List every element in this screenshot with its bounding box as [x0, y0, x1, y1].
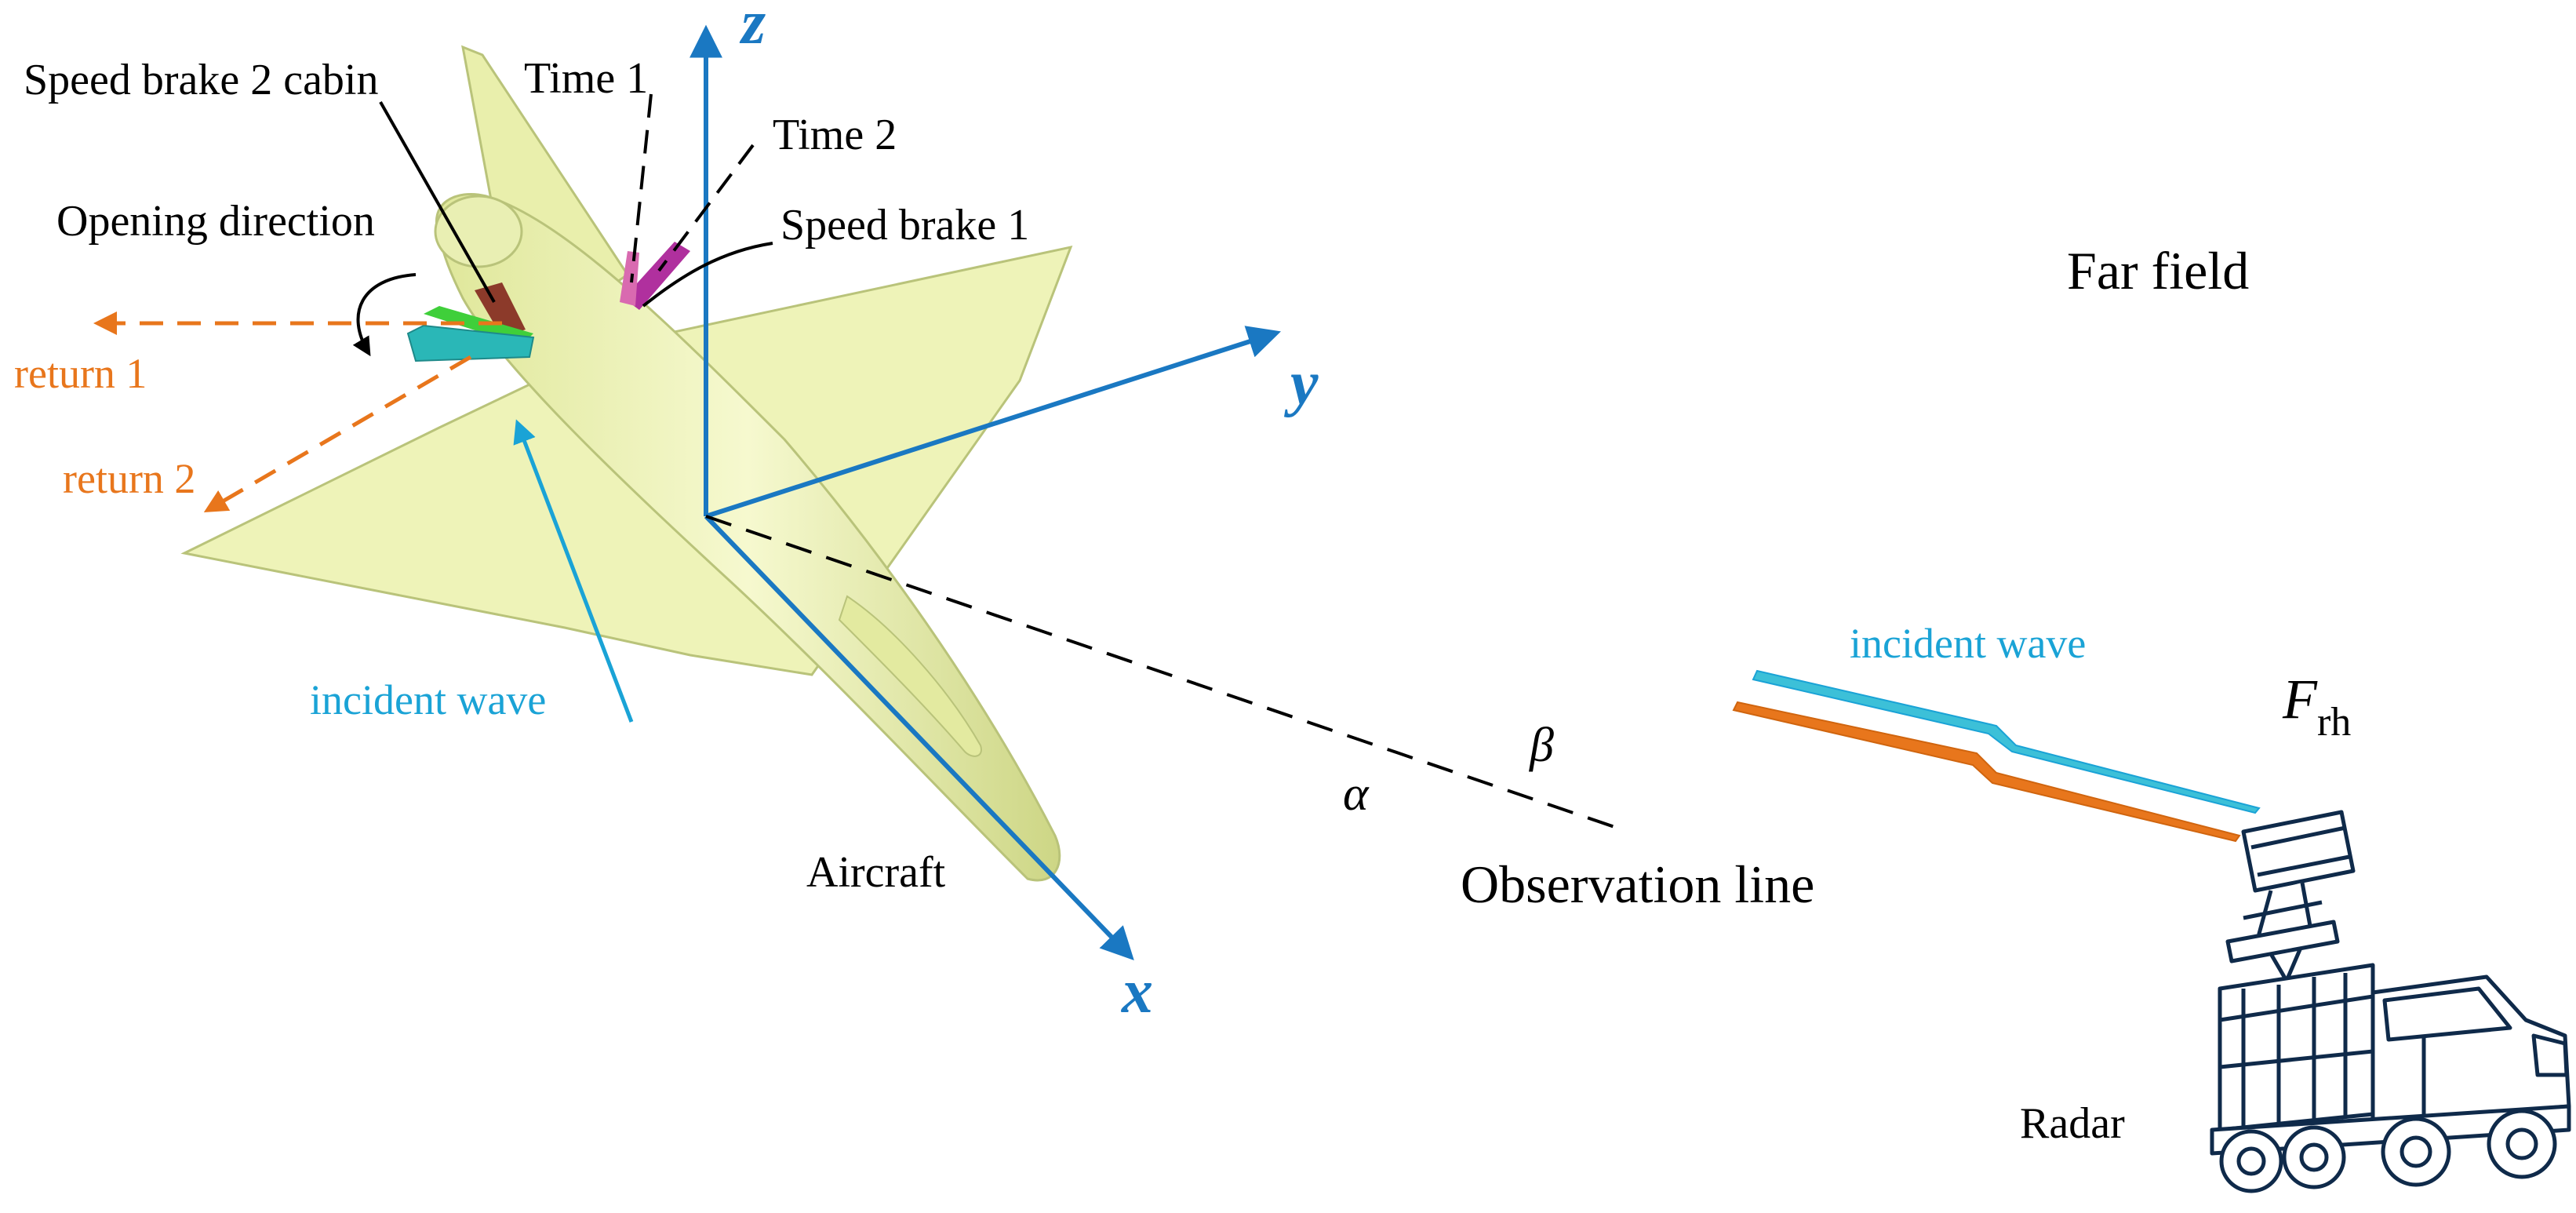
aircraft-fuselage: [435, 192, 1061, 882]
return-2-label: return 2: [63, 455, 195, 502]
time-1-leader: [630, 93, 653, 283]
alpha-label: α: [1343, 767, 1370, 821]
opening-direction-arrow: [352, 273, 417, 357]
radar-antenna: [2241, 810, 2356, 893]
aircraft-nozzle: [434, 195, 523, 268]
f-rh-label: Frh: [2282, 668, 2351, 745]
incident-wave-band-right: [1752, 669, 2261, 814]
speed-brake-1-leader: [642, 242, 773, 308]
speed-brake-2-cabin-leader: [379, 101, 496, 303]
time-2-label: Time 2: [773, 111, 897, 159]
aircraft: [180, 45, 1073, 882]
opening-direction-label: Opening direction: [56, 197, 375, 246]
aircraft-canopy: [838, 595, 982, 757]
radar-label: Radar: [2020, 1099, 2125, 1148]
time-1-label: Time 1: [524, 54, 648, 103]
radar-wheel: [2487, 1109, 2557, 1179]
x-axis: [704, 514, 1134, 961]
aircraft-label: Aircraft: [806, 848, 946, 897]
observation-line-label: Observation line: [1461, 854, 1814, 914]
radar-wheel: [2381, 1116, 2451, 1187]
incident-wave-arrow-left: [513, 419, 634, 723]
radar-truck: [2210, 810, 2571, 1193]
return-2-arrow: [203, 355, 472, 513]
x-axis-label: x: [1121, 957, 1153, 1026]
z-axis-label: z: [739, 0, 766, 57]
speed-brake-2-cabin: [475, 282, 526, 337]
return-wave-band-right: [1732, 701, 2241, 843]
f-rh-main: F: [2282, 668, 2318, 730]
coordinate-axes: z y x: [689, 0, 1319, 1026]
y-axis-label: y: [1283, 349, 1319, 418]
return-1-label: return 1: [14, 350, 147, 397]
time-2-leader: [657, 144, 755, 272]
incident-wave-label-right: incident wave: [1850, 620, 2086, 667]
observation-line: [705, 515, 1625, 832]
far-field-label: Far field: [2067, 241, 2249, 301]
f-rh-subscript: rh: [2317, 700, 2351, 745]
speed-brake-2-cyan: [406, 324, 535, 362]
speed-brake-1-label: Speed brake 1: [780, 201, 1029, 250]
speed-brake-2-cabin-label: Speed brake 2 cabin: [24, 56, 378, 104]
y-axis: [705, 326, 1281, 519]
radar-wheel: [2282, 1125, 2346, 1189]
beta-label: β: [1529, 719, 1554, 772]
incident-wave-label-left: incident wave: [310, 676, 546, 723]
speed-brake-1: [624, 242, 690, 310]
radar-wheel: [2219, 1129, 2283, 1193]
speed-brake-1-pink: [620, 251, 639, 306]
